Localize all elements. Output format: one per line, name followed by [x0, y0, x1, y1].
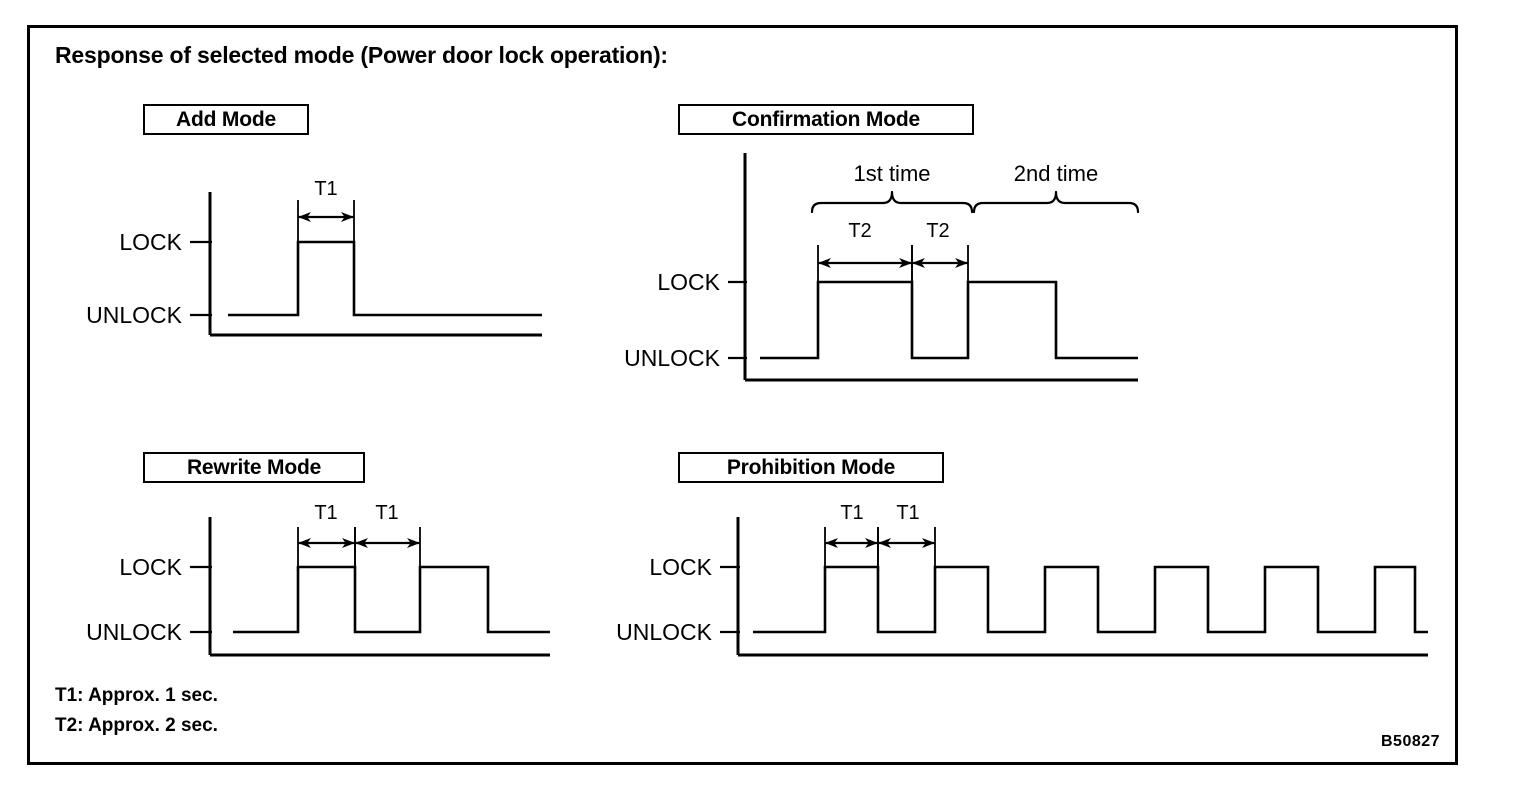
unlock-level-label: UNLOCK	[616, 619, 713, 645]
signal-waveform	[753, 565, 1428, 634]
dimension-arrow-right	[955, 258, 968, 268]
dimension-arrow-left	[912, 258, 925, 268]
lock-level-label: LOCK	[649, 554, 712, 580]
mode-title-label: Confirmation Mode	[732, 108, 920, 131]
mode-title-label: Add Mode	[176, 108, 276, 131]
reference-code: B50827	[1381, 733, 1441, 750]
signal-waveform	[228, 240, 542, 317]
dimension-arrow-left	[298, 212, 311, 222]
time-span-label: 2nd time	[1014, 161, 1098, 186]
timing-note: T1: Approx. 1 sec.	[55, 685, 218, 706]
mode-title-box-prohibition-mode: Prohibition Mode	[678, 452, 944, 483]
time-span-label: 1st time	[853, 161, 930, 186]
dimension-arrow-left	[818, 258, 831, 268]
timing-notes: T1: Approx. 1 sec. T2: Approx. 2 sec.	[55, 681, 218, 741]
time-span-brace	[972, 190, 1140, 214]
waveform-svg-prohibition-mode: LOCK UNLOCK T1 T1	[616, 502, 1428, 657]
signal-waveform	[760, 280, 1138, 360]
dimension-arrow-right	[341, 212, 354, 222]
dimension-arrow-left	[878, 538, 891, 548]
unlock-level-label: UNLOCK	[624, 345, 721, 371]
mode-title-label: Prohibition Mode	[726, 456, 896, 479]
lock-level-label: LOCK	[119, 229, 182, 255]
unlock-level-label: UNLOCK	[86, 302, 183, 328]
dimension-arrow-left	[825, 538, 838, 548]
dimension-arrow-right	[865, 538, 878, 548]
waveform-svg-rewrite-mode: LOCK UNLOCK T1 T1	[86, 502, 550, 657]
dimension-arrow-right	[342, 538, 355, 548]
lock-level-label: LOCK	[119, 554, 182, 580]
mode-title-box-confirmation-mode: Confirmation Mode	[678, 104, 974, 135]
dimension-arrow-right	[922, 538, 935, 548]
dimension-label: T1	[314, 178, 337, 200]
dimension-arrow-left	[355, 538, 368, 548]
page-title: Response of selected mode (Power door lo…	[55, 42, 668, 68]
dimension-label: T1	[840, 502, 863, 524]
waveform-svg-confirmation-mode: LOCK UNLOCK T2 T2 1st time 2nd time	[624, 153, 1140, 382]
dimension-label: T2	[926, 220, 949, 242]
time-span-brace	[810, 190, 974, 214]
timing-note: T2: Approx. 2 sec.	[55, 715, 218, 736]
mode-title-box-rewrite-mode: Rewrite Mode	[143, 452, 365, 483]
lock-level-label: LOCK	[657, 269, 720, 295]
dimension-arrow-right	[899, 258, 912, 268]
signal-waveform	[233, 565, 550, 634]
mode-title-label: Rewrite Mode	[186, 456, 322, 479]
dimension-arrow-left	[298, 538, 311, 548]
dimension-label: T2	[848, 220, 871, 242]
dimension-label: T1	[896, 502, 919, 524]
waveform-svg-add-mode: LOCK UNLOCK T1	[86, 178, 542, 337]
figure-frame	[27, 25, 1458, 765]
unlock-level-label: UNLOCK	[86, 619, 183, 645]
mode-title-box-add-mode: Add Mode	[143, 104, 309, 135]
dimension-arrow-right	[407, 538, 420, 548]
dimension-label: T1	[375, 502, 398, 524]
dimension-label: T1	[314, 502, 337, 524]
